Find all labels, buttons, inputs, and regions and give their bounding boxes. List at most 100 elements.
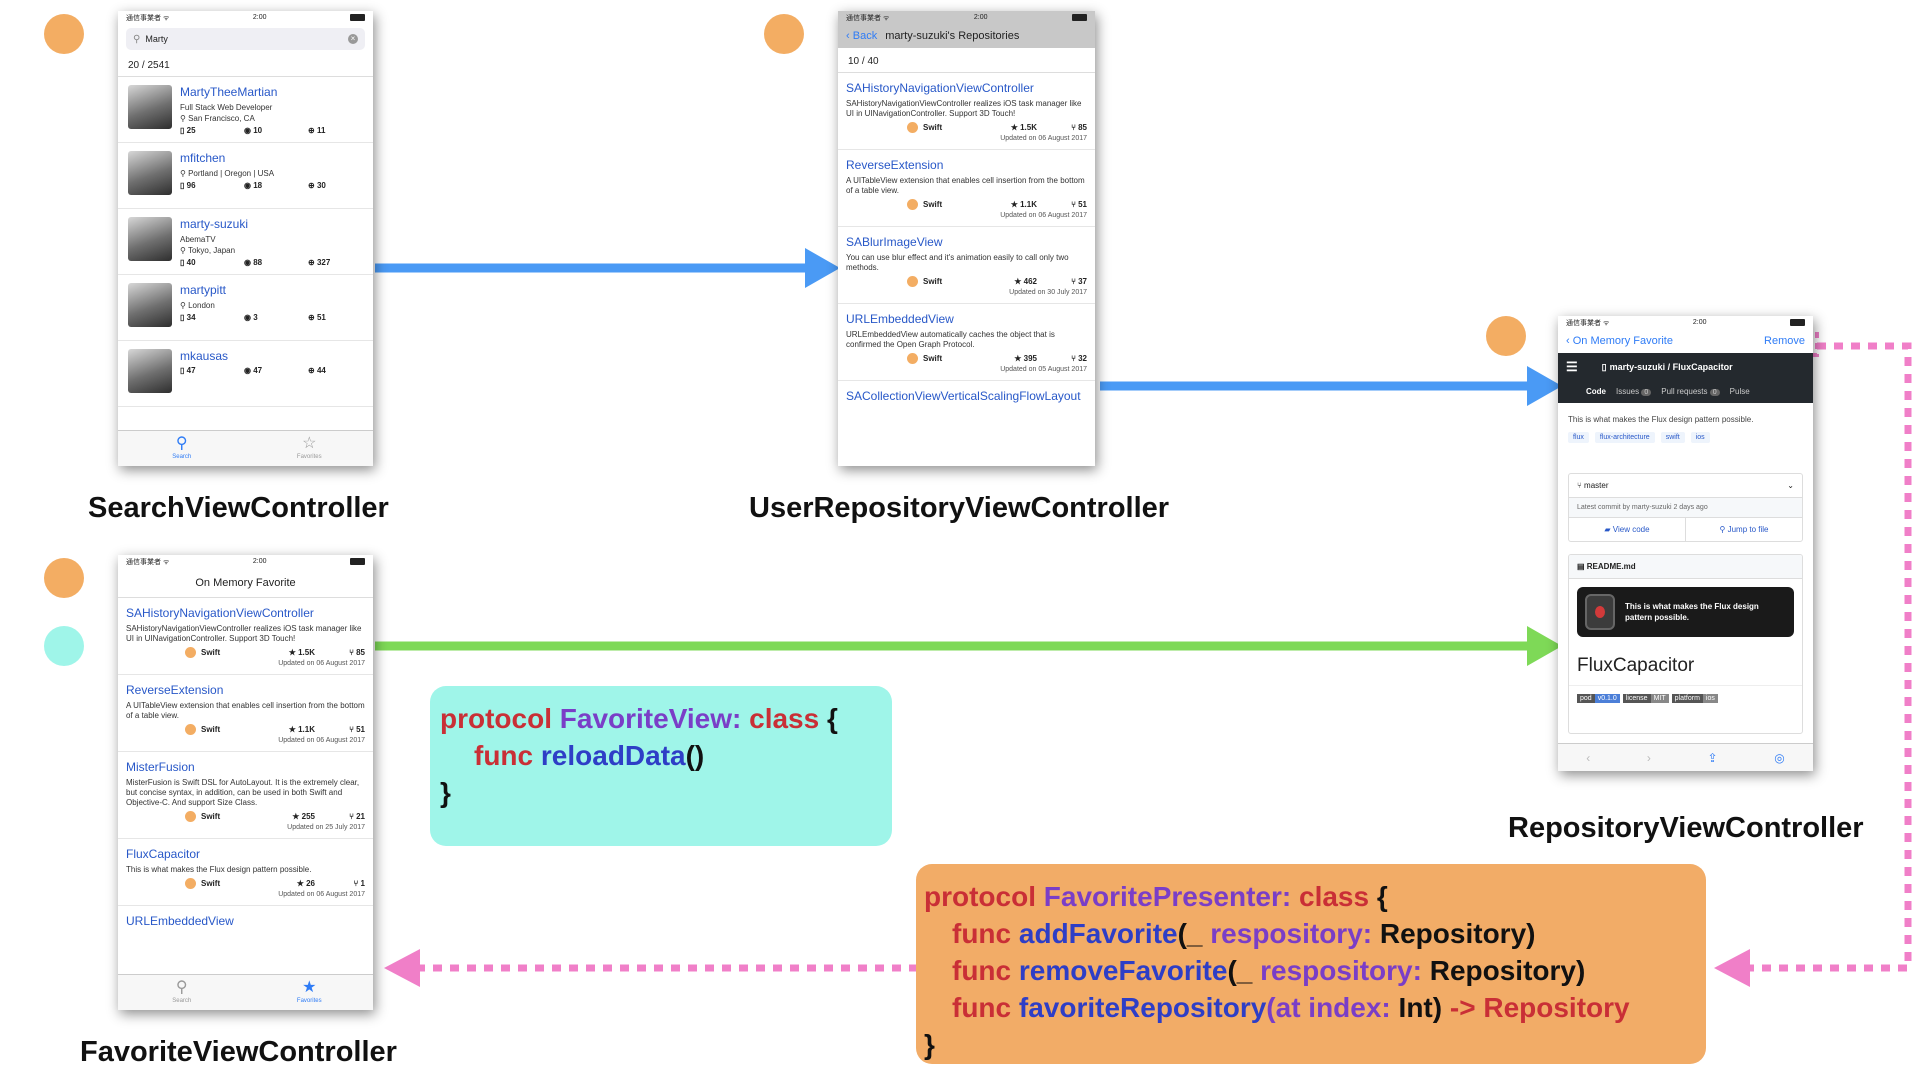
count-badge: 0 bbox=[1709, 389, 1720, 396]
star-icon: ★ bbox=[292, 812, 302, 821]
repo-name[interactable]: FluxCapacitor bbox=[126, 847, 201, 861]
star-value: 1.5K bbox=[1020, 123, 1037, 132]
search-bar[interactable]: ⚲ Marty × bbox=[126, 28, 365, 50]
list-item[interactable]: SACollectionViewVerticalScalingFlowLayou… bbox=[838, 381, 1095, 414]
back-button[interactable]: ‹ Back bbox=[846, 30, 877, 42]
forward-icon[interactable]: › bbox=[1646, 750, 1651, 765]
clear-icon[interactable]: × bbox=[348, 34, 358, 44]
tab-pull-requests[interactable]: Pull requests 0 bbox=[1661, 387, 1720, 396]
pin-icon: ⚲ bbox=[180, 246, 188, 255]
topic-tag[interactable]: swift bbox=[1660, 432, 1685, 443]
tab-search[interactable]: ⚲Search bbox=[118, 431, 246, 466]
tab-label: Search bbox=[172, 454, 192, 460]
user-row[interactable]: mkausas ▯ 47◉ 47⊕ 44 bbox=[118, 341, 373, 407]
repo-description: URLEmbeddedView automatically caches the… bbox=[846, 330, 1055, 349]
fork-icon: ⑂ bbox=[349, 812, 357, 821]
tab-issues[interactable]: Issues 0 bbox=[1616, 387, 1652, 396]
tab-search[interactable]: ⚲Search bbox=[118, 975, 246, 1010]
repo-icon: ▯ bbox=[180, 126, 187, 135]
view-code-button[interactable]: ▰ View code bbox=[1569, 518, 1686, 541]
branch-selector[interactable]: ⑂ master⌄ bbox=[1569, 474, 1802, 498]
location-text: Portland | Oregon | USA bbox=[188, 169, 275, 178]
user-name[interactable]: marty-suzuki bbox=[180, 217, 249, 231]
pin-icon: ⚲ bbox=[180, 301, 189, 310]
tab-label: Pulse bbox=[1729, 387, 1750, 396]
chevron-down-icon: ⌄ bbox=[1787, 481, 1794, 490]
avatar bbox=[128, 85, 172, 129]
repo-name[interactable]: MisterFusion bbox=[126, 760, 195, 774]
repo-description: You can use blur effect and it's animati… bbox=[846, 253, 1069, 272]
compass-icon[interactable]: ◎ bbox=[1774, 750, 1785, 765]
tab-favorites[interactable]: ★Favorites bbox=[246, 975, 374, 1010]
back-icon[interactable]: ‹ bbox=[1586, 750, 1591, 765]
search-icon: ⚲ bbox=[175, 979, 188, 996]
topic-tag[interactable]: ios bbox=[1690, 432, 1710, 443]
menu-icon[interactable]: ☰ bbox=[1566, 359, 1578, 374]
tab-code[interactable]: Code bbox=[1586, 387, 1606, 396]
user-name[interactable]: mkausas bbox=[180, 349, 229, 363]
user-name[interactable]: mfitchen bbox=[180, 151, 226, 165]
tab-favorites[interactable]: ☆Favorites bbox=[246, 431, 374, 466]
location-text: London bbox=[188, 301, 215, 310]
brace: } bbox=[440, 777, 451, 808]
repo-name[interactable]: URLEmbeddedView bbox=[126, 914, 234, 928]
avatar bbox=[128, 151, 172, 195]
repo-name[interactable]: ReverseExtension bbox=[846, 158, 944, 172]
user-row[interactable]: martypitt⚲ London▯ 34◉ 3⊕ 51 bbox=[118, 275, 373, 341]
repo-description: This is what makes the Flux design patte… bbox=[1568, 415, 1754, 424]
star-icon: ★ bbox=[1010, 200, 1021, 209]
parens: () bbox=[685, 740, 705, 771]
updated-date: Updated on 06 August 2017 bbox=[278, 660, 365, 667]
repo-icon: ▯ bbox=[180, 181, 187, 190]
status-time: 2:00 bbox=[1692, 319, 1707, 326]
badge-key: license bbox=[1622, 694, 1651, 703]
topic-tag[interactable]: flux bbox=[1568, 432, 1589, 443]
repo-stats: Swift★ 395⑂ 32 bbox=[846, 353, 1087, 364]
repo-name[interactable]: ReverseExtension bbox=[126, 683, 224, 697]
back-button[interactable]: ‹ On Memory Favorite bbox=[1566, 335, 1673, 347]
repo-icon: ▯ bbox=[180, 366, 187, 375]
repo-name[interactable]: SABlurImageView bbox=[846, 235, 943, 249]
repo-name[interactable]: SACollectionViewVerticalScalingFlowLayou… bbox=[846, 389, 1081, 403]
user-name[interactable]: MartyTheeMartian bbox=[180, 85, 278, 99]
fork-count: ⑂ 85 bbox=[1037, 123, 1087, 132]
share-icon[interactable]: ⇪ bbox=[1707, 750, 1718, 765]
tab-pulse[interactable]: Pulse bbox=[1730, 387, 1750, 396]
stat-value: 10 bbox=[253, 126, 263, 135]
user-row[interactable]: mfitchen⚲ Portland | Oregon | USA▯ 96◉ 1… bbox=[118, 143, 373, 209]
repo-name[interactable]: SAHistoryNavigationViewController bbox=[126, 606, 314, 620]
repo-name[interactable]: URLEmbeddedView bbox=[846, 312, 954, 326]
list-item[interactable]: URLEmbeddedView bbox=[118, 906, 373, 939]
user-stats: ▯ 47◉ 47⊕ 44 bbox=[180, 366, 372, 375]
arrow-head-favorite bbox=[384, 949, 420, 987]
keyword: protocol bbox=[924, 881, 1036, 912]
repo-name[interactable]: SAHistoryNavigationViewController bbox=[846, 81, 1034, 95]
search-icon: ⚲ bbox=[133, 33, 141, 45]
fork-icon: ⑂ bbox=[1071, 354, 1079, 363]
jump-to-file-button[interactable]: ⚲ Jump to file bbox=[1686, 518, 1802, 541]
user-name[interactable]: martypitt bbox=[180, 283, 227, 297]
stat: ⊕ 30 bbox=[308, 181, 372, 190]
tab-label: Code bbox=[1586, 387, 1606, 396]
topic-tag[interactable]: flux-architecture bbox=[1594, 432, 1655, 443]
code-line: func removeFavorite(_ respository: Repos… bbox=[924, 952, 1696, 989]
user-info: mkausas ▯ 47◉ 47⊕ 44 bbox=[180, 349, 372, 398]
remove-button[interactable]: Remove bbox=[1764, 335, 1805, 347]
search-query[interactable]: Marty bbox=[145, 34, 168, 44]
user-stats: ▯ 25◉ 10⊕ 11 bbox=[180, 126, 372, 135]
param: (at index: bbox=[1266, 992, 1391, 1023]
stat-value: 327 bbox=[316, 258, 331, 267]
chevron-left-icon: ‹ bbox=[846, 30, 853, 42]
